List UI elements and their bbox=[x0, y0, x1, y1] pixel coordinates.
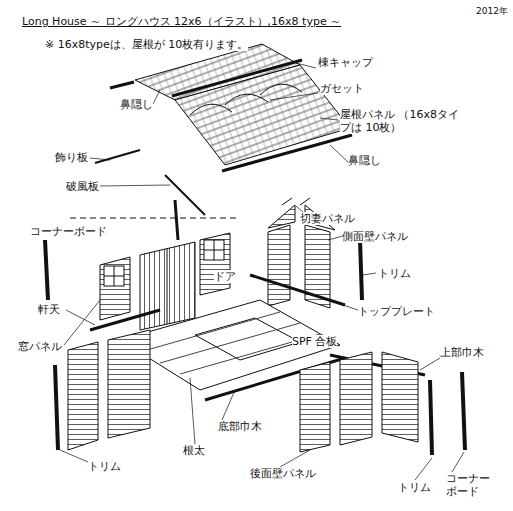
fascia bbox=[110, 82, 134, 88]
trim bbox=[55, 365, 58, 450]
door bbox=[140, 242, 195, 330]
part-label: トリム bbox=[88, 460, 121, 473]
spf-plywood bbox=[195, 318, 300, 360]
trim bbox=[430, 380, 432, 455]
part-label: トリム bbox=[398, 481, 431, 494]
decor-board bbox=[95, 150, 140, 163]
part-label: 棟キャップ bbox=[318, 56, 373, 69]
part-label: 2012年 bbox=[476, 6, 508, 17]
rear-wall-panel bbox=[340, 352, 372, 445]
part-label: 後面壁パネル bbox=[250, 467, 316, 480]
part-label: 飾り板 bbox=[55, 151, 88, 164]
rear-wall-panel bbox=[382, 352, 418, 442]
part-label: トリム bbox=[378, 267, 411, 280]
wall-panel bbox=[68, 342, 98, 450]
part-label: ガセット bbox=[320, 82, 364, 95]
part-label: ※ 16x8typeは、屋根が 10枚有ります。 bbox=[45, 38, 248, 51]
part-label: 屋根パネル （16x8タイプは 10枚） bbox=[340, 108, 468, 134]
window-panel bbox=[200, 233, 230, 295]
corner-board bbox=[462, 372, 465, 450]
title: Long House ～ ロングハウス 12x6（イラスト）,16x8 type… bbox=[22, 14, 341, 29]
gable-panel bbox=[268, 205, 295, 228]
top-plate bbox=[250, 275, 345, 305]
window-panel bbox=[100, 257, 130, 320]
part-label: 窓パネル bbox=[18, 340, 62, 353]
gusset bbox=[190, 84, 302, 115]
barge-board bbox=[165, 175, 205, 215]
wall-panel bbox=[108, 330, 150, 438]
part-label: 軒天 bbox=[38, 303, 60, 316]
side-wall-panel bbox=[268, 225, 290, 306]
trim bbox=[175, 200, 178, 240]
trim bbox=[360, 240, 362, 300]
soffit bbox=[90, 310, 160, 330]
rear-wall-panel bbox=[300, 362, 330, 452]
part-label: ドア bbox=[214, 270, 236, 283]
roof-panel bbox=[175, 65, 350, 165]
part-label: トッププレート bbox=[358, 305, 435, 318]
part-label: 側面壁パネル bbox=[342, 230, 408, 243]
part-label: 鼻隠し bbox=[120, 98, 153, 111]
ridge-cap bbox=[172, 60, 302, 96]
part-label: 上部巾木 bbox=[440, 346, 484, 359]
part-label: コーナー ボード bbox=[446, 472, 496, 498]
part-label: 切妻パネル bbox=[300, 212, 355, 225]
part-label: 鼻隠し bbox=[348, 154, 381, 167]
part-label: 底部巾木 bbox=[218, 420, 262, 433]
fascia bbox=[222, 135, 352, 171]
part-label: コーナーボード bbox=[30, 225, 107, 238]
part-label: SPF 合板 bbox=[292, 335, 337, 348]
part-label: 破風板 bbox=[66, 180, 99, 193]
part-label: 根太 bbox=[183, 444, 205, 457]
corner-board bbox=[45, 240, 48, 300]
